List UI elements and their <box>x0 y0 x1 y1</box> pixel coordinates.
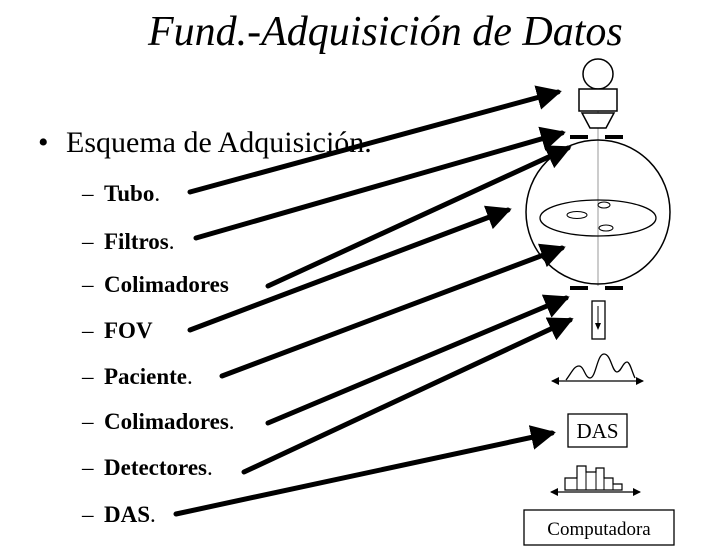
arrow-das <box>173 425 556 517</box>
list-item-das: –DAS. <box>82 502 156 527</box>
collimator-top-right-icon <box>605 135 623 139</box>
arrow-colimadores <box>265 145 572 289</box>
arrow-tubo <box>187 85 562 195</box>
arrow-detectores <box>241 317 574 475</box>
collimator-bottom-left-icon <box>570 286 588 290</box>
patient-icon <box>539 199 657 237</box>
das-box <box>567 413 628 448</box>
list-item-fov: –FOV <box>82 318 153 343</box>
main-bullet: • Esquema de Adquisición. <box>38 126 372 160</box>
list-item-colimadores: –Colimadores <box>82 272 229 297</box>
analog-signal-icon <box>551 353 644 385</box>
list-item-tubo: –Tubo. <box>82 181 161 206</box>
list-item-filtros: –Filtros. <box>82 229 175 254</box>
arrow-filtros <box>193 126 566 241</box>
arrow-fov <box>187 205 512 333</box>
slide-title: Fund.-Adquisición de Datos <box>148 9 623 55</box>
bullet-symbol: • <box>38 126 49 159</box>
computer-box <box>523 509 675 546</box>
fov-circle-icon <box>525 139 671 285</box>
arrow-paciente <box>219 243 566 379</box>
collimator-top-left-icon <box>570 135 588 139</box>
main-bullet-text: Esquema de Adquisición. <box>66 126 372 159</box>
digital-signal-icon <box>550 465 641 496</box>
list-item-detectores: –Detectores. <box>82 455 213 480</box>
computer-box-label: Computadora <box>547 519 651 540</box>
list-item-paciente: –Paciente. <box>82 364 193 389</box>
collimator-bottom-right-icon <box>605 286 623 290</box>
list-item-colimadores-2: –Colimadores. <box>82 409 235 434</box>
detector-icon <box>591 300 606 340</box>
das-box-label: DAS <box>576 419 618 443</box>
arrow-colimadores-2 <box>265 294 570 426</box>
xray-tube-icon <box>578 58 618 129</box>
